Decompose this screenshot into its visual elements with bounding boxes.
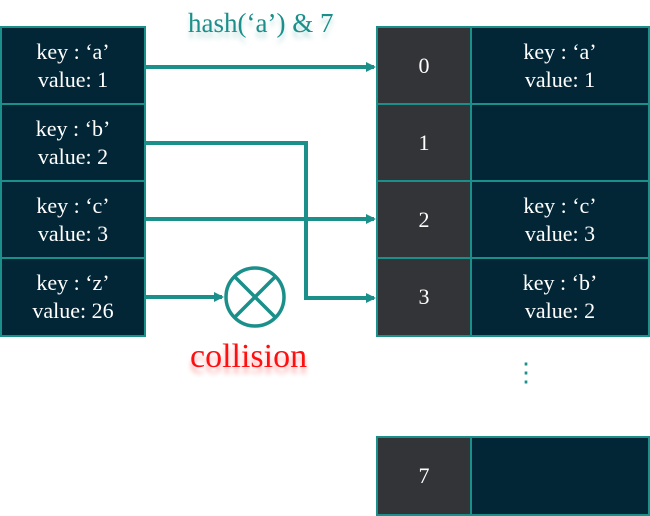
bucket-key: key : ‘a’ bbox=[523, 38, 597, 64]
bucket-index-label: 1 bbox=[418, 129, 430, 155]
input-entry-z: key : ‘z’ value: 26 bbox=[0, 257, 146, 337]
bucket-entry-0: key : ‘a’ value: 1 bbox=[470, 26, 650, 105]
bucket-entry-1 bbox=[470, 103, 650, 182]
bucket-index-3: 3 bbox=[376, 257, 472, 337]
input-value: value: 2 bbox=[37, 143, 109, 169]
bucket-index-7: 7 bbox=[376, 436, 472, 516]
input-key: key : ‘c’ bbox=[36, 192, 110, 218]
bucket-entry-7 bbox=[470, 436, 650, 516]
input-entry-a: key : ‘a’ value: 1 bbox=[0, 26, 146, 105]
bucket-key: key : ‘b’ bbox=[522, 270, 598, 295]
bucket-entry-3: key : ‘b’ value: 2 bbox=[470, 257, 650, 337]
input-value: value: 1 bbox=[37, 66, 109, 92]
input-key: key : ‘b’ bbox=[35, 115, 111, 141]
bucket-value: value: 2 bbox=[524, 298, 596, 323]
collision-blocked-icon bbox=[224, 266, 286, 328]
input-key: key : ‘a’ bbox=[36, 38, 110, 64]
bucket-index-label: 3 bbox=[418, 284, 430, 309]
hash-expression-label: hash(‘a’) & 7 bbox=[188, 8, 334, 38]
input-entry-b: key : ‘b’ value: 2 bbox=[0, 103, 146, 182]
bucket-index-label: 0 bbox=[418, 52, 430, 78]
input-key: key : ‘z’ bbox=[36, 270, 110, 295]
input-entry-c: key : ‘c’ value: 3 bbox=[0, 180, 146, 259]
bucket-value: value: 3 bbox=[524, 220, 596, 246]
bucket-index-0: 0 bbox=[376, 26, 472, 105]
input-value: value: 3 bbox=[37, 220, 109, 246]
bucket-index-label: 2 bbox=[418, 206, 430, 232]
bucket-key: key : ‘c’ bbox=[523, 192, 597, 218]
bucket-value: value: 1 bbox=[524, 66, 596, 92]
input-value: value: 26 bbox=[32, 298, 114, 323]
collision-label: collision bbox=[190, 338, 308, 375]
bucket-index-label: 7 bbox=[418, 463, 430, 488]
